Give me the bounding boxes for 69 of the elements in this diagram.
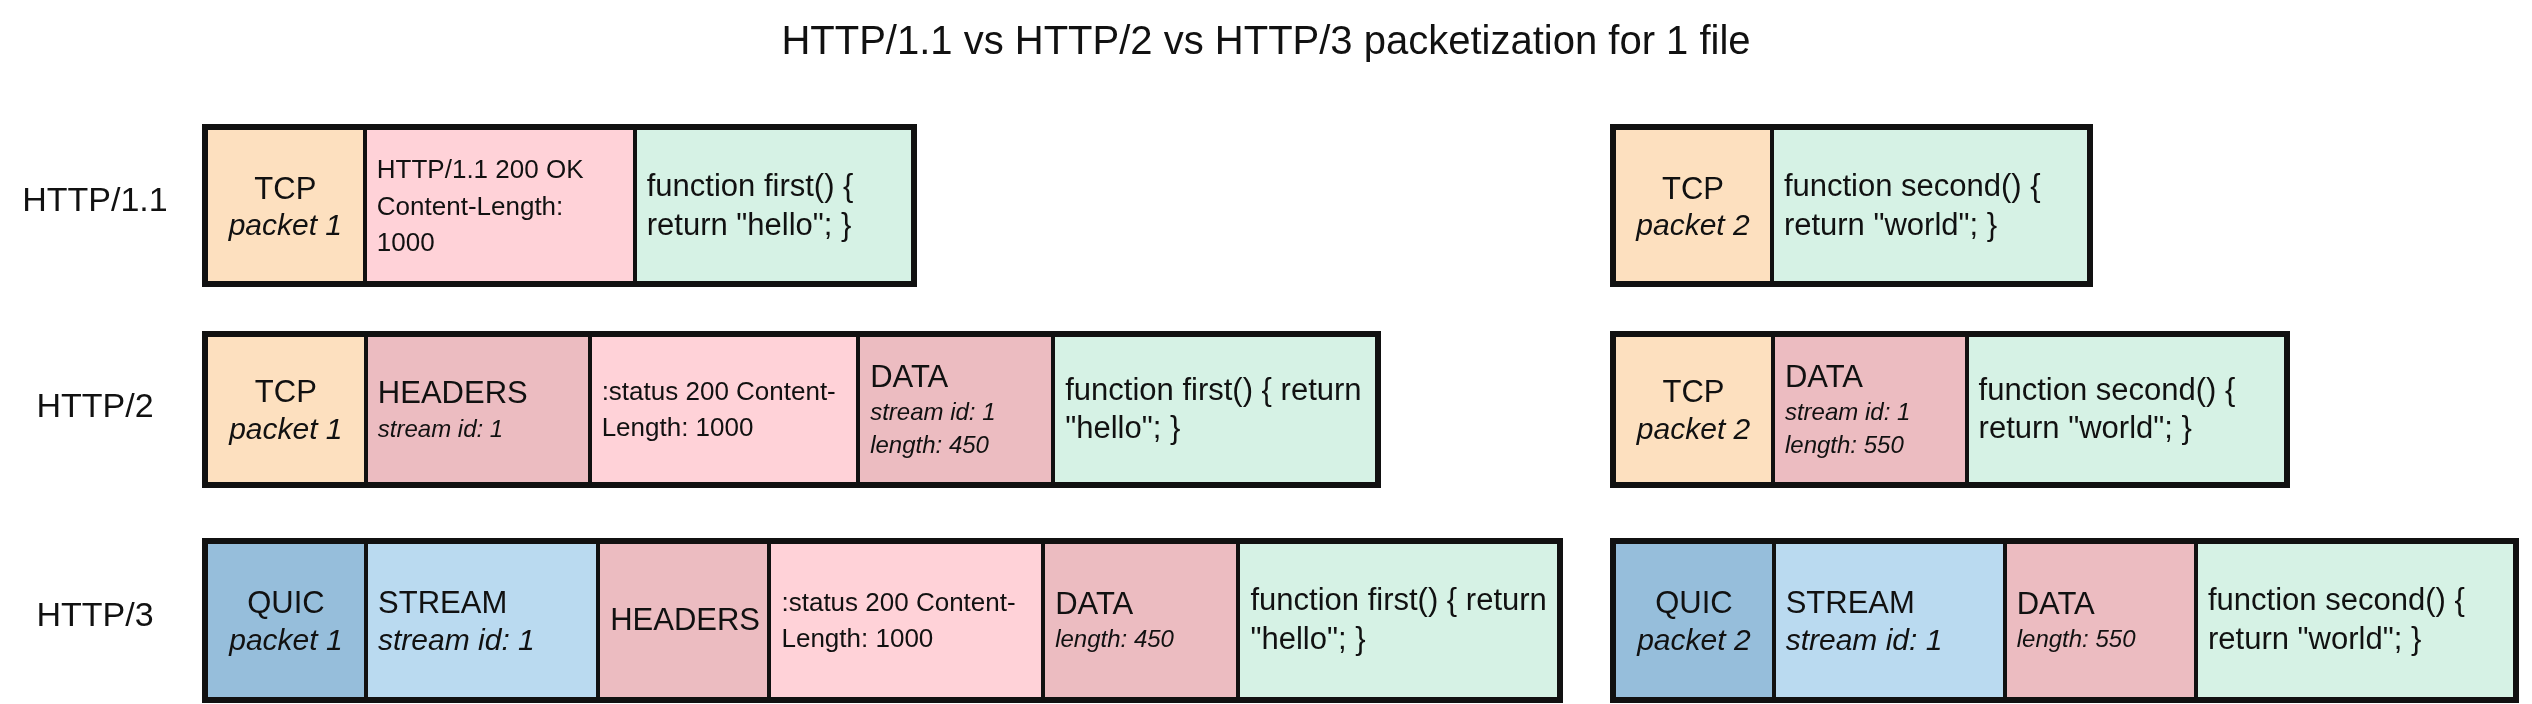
header-segment xyxy=(2198,543,2514,697)
header-segment xyxy=(860,337,1056,482)
segment-label: :status 200 Content-Length: 1000 xyxy=(781,585,1017,656)
segment-label: function first() { return "hello"; } xyxy=(1250,581,1548,659)
segment-label: DATA xyxy=(870,357,950,396)
packet-box xyxy=(1610,537,2520,703)
segment-label: :status 200 Content-Length: 1000 xyxy=(601,375,837,445)
segment-label: DATA xyxy=(1055,584,1135,623)
segment-label: HEADERS xyxy=(377,373,529,412)
segment-label: function first() { return "hello"; } xyxy=(646,167,855,244)
packet-box xyxy=(201,537,1564,703)
segment-label: TCP xyxy=(254,373,317,411)
header-segment xyxy=(591,337,861,482)
packet-box xyxy=(1610,124,2093,288)
segment-detail: packet 2 xyxy=(1636,411,1751,446)
header-segment xyxy=(1240,543,1558,697)
segment-label: STREAM xyxy=(1785,583,1916,622)
segment-detail: length: 450 xyxy=(1055,624,1175,655)
segment-detail: stream id: 1 length: 550 xyxy=(1784,397,1912,460)
segment-detail: stream id: 1 xyxy=(378,622,536,657)
segment-detail: packet 1 xyxy=(229,411,343,446)
header-segment xyxy=(1774,337,1969,482)
segment-label: HEADERS xyxy=(610,600,758,639)
header-segment xyxy=(1045,543,1241,697)
segment-label: function first() { return "hello"; } xyxy=(1065,370,1363,448)
segment-detail: packet 2 xyxy=(1637,622,1751,657)
row-label: HTTP/3 xyxy=(35,595,155,634)
segment-label: DATA xyxy=(1784,357,1865,396)
segment-detail: length: 550 xyxy=(2016,624,2137,655)
header-segment xyxy=(368,543,601,697)
segment-detail: packet 1 xyxy=(228,208,343,243)
row-label: HTTP/2 xyxy=(35,386,155,425)
segment-label: QUIC xyxy=(247,583,325,622)
header-segment xyxy=(600,543,772,697)
header-segment xyxy=(1775,543,2007,697)
packet-box xyxy=(1610,331,2291,488)
segment-detail: packet 2 xyxy=(1636,208,1750,243)
segment-detail: stream id: 1 xyxy=(1785,622,1944,657)
segment-label: function second() { return "world"; } xyxy=(1783,167,2042,244)
header-segment xyxy=(367,337,592,482)
segment-detail: stream id: 1 xyxy=(377,413,505,444)
header-segment xyxy=(2006,543,2198,697)
header-segment xyxy=(1616,543,1776,697)
header-segment xyxy=(207,543,369,697)
segment-label: HTTP/1.1 200 OK Content-Length: 1000 xyxy=(376,153,585,260)
segment-label: TCP xyxy=(1662,373,1725,411)
header-segment xyxy=(1616,130,1774,282)
header-segment xyxy=(1968,337,2285,482)
segment-label: TCP xyxy=(1662,169,1724,208)
segment-label: function second() { return "world"; } xyxy=(2208,581,2466,659)
segment-detail: stream id: 1 length: 450 xyxy=(870,397,997,460)
diagram-title: HTTP/1.1 vs HTTP/2 vs HTTP/3 packetization for 1 file xyxy=(780,18,1752,63)
segment-label: QUIC xyxy=(1655,583,1733,622)
segment-label: TCP xyxy=(254,169,317,208)
segment-label: DATA xyxy=(2016,584,2096,623)
header-segment xyxy=(1773,130,2087,282)
packet-box xyxy=(201,331,1381,488)
header-segment xyxy=(771,543,1046,697)
header-segment xyxy=(366,130,637,282)
header-segment xyxy=(636,130,912,282)
header-segment xyxy=(1616,337,1775,482)
segment-label: function second() { return "world"; } xyxy=(1978,370,2237,448)
row-label: HTTP/1.1 xyxy=(21,180,169,219)
header-segment xyxy=(207,130,367,282)
header-segment xyxy=(1055,337,1375,482)
segment-label: STREAM xyxy=(378,583,509,622)
packet-box xyxy=(201,124,918,288)
header-segment xyxy=(207,337,368,482)
segment-detail: packet 1 xyxy=(229,622,343,657)
